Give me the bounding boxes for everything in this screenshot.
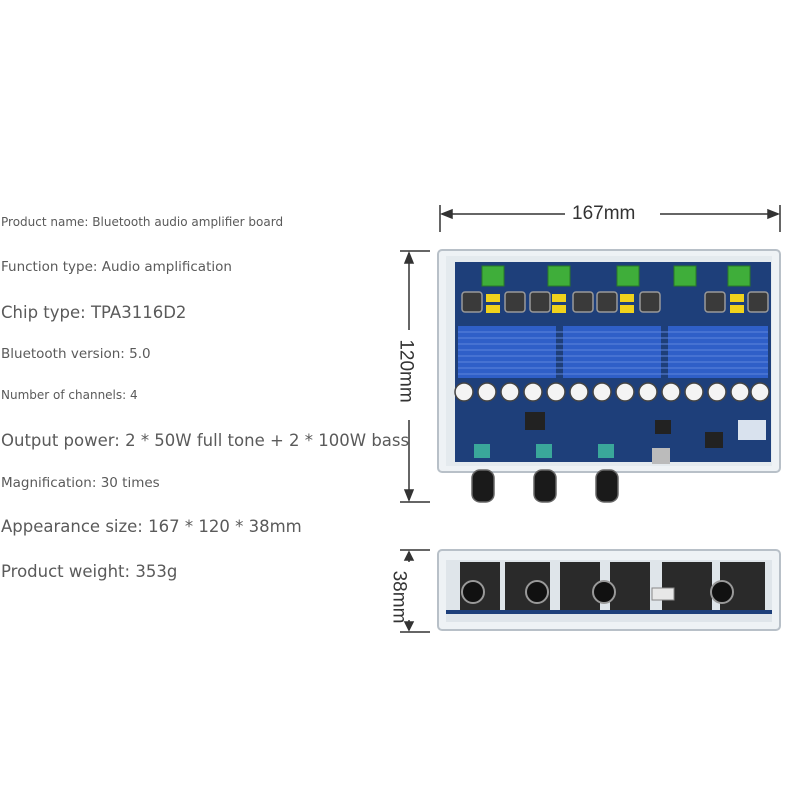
spec-line: Chip type: TPA3116D2 [1, 303, 187, 322]
spec-line: Function type: Audio amplification [1, 259, 232, 275]
spec-line: Magnification: 30 times [1, 475, 160, 491]
inductors [461, 291, 769, 313]
spec-line: Output power: 2 * 50W full tone + 2 * 10… [1, 431, 410, 450]
capacitor-blocks [486, 294, 744, 313]
volume-knobs [471, 469, 619, 503]
heatsinks [458, 326, 768, 378]
width-dimension-label: 167mm [572, 203, 636, 224]
spec-line: Product weight: 353g [1, 562, 178, 581]
width-dimension-line [439, 205, 781, 232]
speaker-terminals [481, 265, 751, 287]
height-dimension-line [400, 250, 430, 503]
amplifier-side-view [437, 549, 781, 631]
depth-dimension-line [400, 549, 430, 633]
spec-line: Bluetooth version: 5.0 [1, 346, 151, 362]
amplifier-top-view [437, 249, 781, 503]
spec-line: Appearance size: 167 * 120 * 38mm [1, 517, 302, 536]
spec-line: Number of channels: 4 [1, 388, 138, 402]
capacitors [454, 382, 770, 402]
spec-line: Product name: Bluetooth audio amplifier … [1, 215, 284, 229]
